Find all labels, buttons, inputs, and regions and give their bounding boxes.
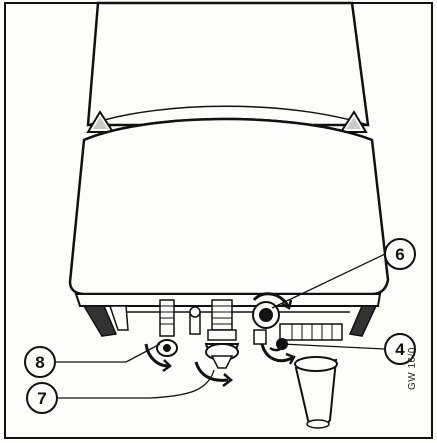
center-valve [204, 299, 240, 369]
leader-6 [271, 253, 386, 309]
boiler-hood-top [87, 105, 369, 126]
left-bracket-inner [108, 305, 129, 331]
leader-8 [56, 343, 161, 363]
leader-7 [58, 369, 215, 399]
right-fitting [276, 323, 343, 350]
removed-sleeve [294, 356, 338, 429]
leader-4 [281, 343, 385, 350]
arrowhead-valve-8 [162, 359, 172, 373]
rotation-arrows [144, 292, 296, 387]
right-triangle-inner [346, 117, 361, 129]
right-bracket [348, 305, 378, 337]
arrow-valve-8 [144, 343, 169, 368]
arrow-valve-right [260, 343, 293, 363]
left-triangle-inner [93, 117, 108, 129]
callout-8-label: 8 [35, 353, 44, 372]
arrowhead-valve-6 [281, 299, 293, 310]
left-bracket [82, 305, 118, 337]
right-round-valve [252, 301, 280, 345]
callout-7: 7 [26, 382, 58, 414]
arrowhead-valve-right [285, 352, 296, 365]
leader-lines [56, 253, 386, 399]
callout-4-label: 4 [395, 340, 405, 359]
left-valve [156, 299, 178, 357]
callout-6: 6 [384, 238, 416, 270]
arrowhead-valve-7 [222, 373, 233, 387]
small-left-fitting [189, 306, 201, 335]
arrow-fitting-4 [269, 343, 286, 352]
callout-6-label: 6 [395, 245, 404, 264]
callout-4: 4 [384, 333, 416, 365]
arrow-valve-6 [252, 292, 290, 307]
figure-reference-code: GW 16/0 [407, 347, 418, 390]
callout-8: 8 [24, 346, 56, 378]
arrow-valve-7 [194, 361, 229, 382]
callout-7-label: 7 [37, 389, 46, 408]
boiler-lower-housing [68, 117, 390, 296]
